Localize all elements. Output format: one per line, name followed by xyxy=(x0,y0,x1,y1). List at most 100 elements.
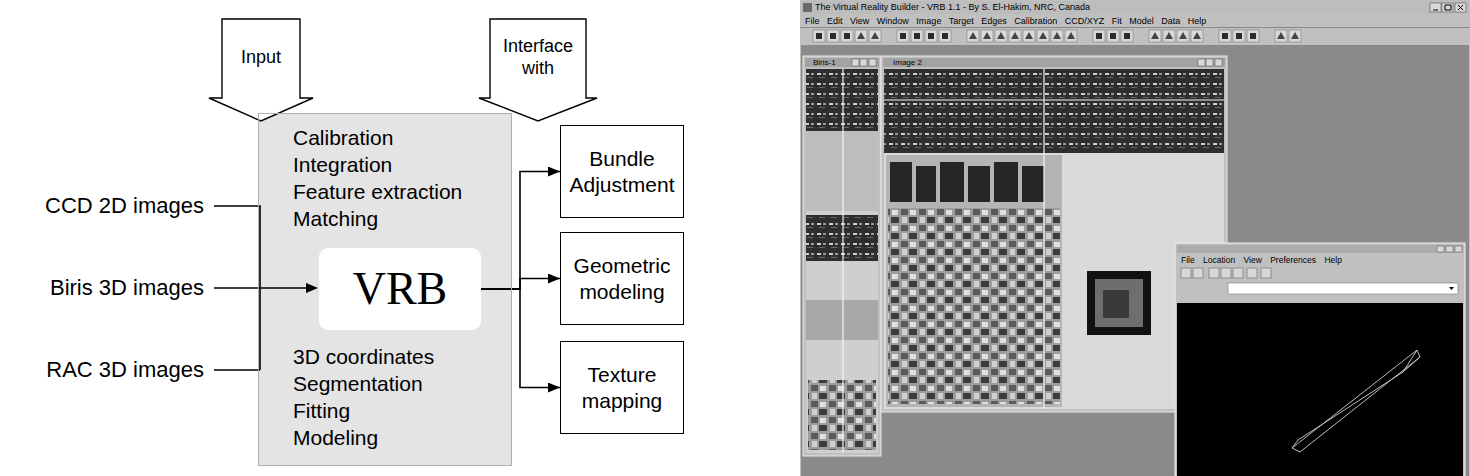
biris-window-part-part xyxy=(860,59,867,66)
software-screenshot xyxy=(800,0,1470,476)
branch-connector xyxy=(481,172,560,290)
block-arrow-shape xyxy=(479,19,597,121)
child-window-title-slot: Biris-1 xyxy=(813,58,836,67)
window-title: The Virtual Reality Builder - VRB 1.1 - … xyxy=(815,2,1090,13)
biris-window-part xyxy=(806,131,878,211)
viewer-window-part-part xyxy=(1455,246,1462,252)
menu-bar: File Edit View Window Image Target Edges… xyxy=(805,16,1206,27)
toolbar-icons-part xyxy=(854,29,882,43)
viewer-window-part xyxy=(1177,245,1463,253)
image-window-part xyxy=(1103,290,1129,318)
image-window-part xyxy=(1087,271,1151,335)
viewer-window-part-part xyxy=(1437,246,1444,252)
viewer-window-part xyxy=(1181,268,1271,278)
biris-window-part xyxy=(806,69,878,131)
menu-bar-slot: File Location View Preferences Help xyxy=(1181,255,1342,266)
text-block: Calibration Integration Feature extracti… xyxy=(293,124,468,232)
arrow-text-area: Interface with xyxy=(493,20,583,96)
input-source-label-slot: CCD 2D images xyxy=(20,193,204,219)
interface-arrow: Interface with xyxy=(478,18,598,122)
toolbar-icons-part xyxy=(1092,29,1134,43)
image-window-part xyxy=(890,162,1044,202)
output-box: Geometric modeling xyxy=(560,232,684,325)
block-arrow-outline xyxy=(208,18,314,122)
image-window-part-part xyxy=(968,166,990,202)
software-screenshot-part xyxy=(800,27,1470,28)
core-label: VRB xyxy=(353,261,448,316)
arrow-label: Interface with xyxy=(493,36,583,79)
window-title-slot: The Virtual Reality Builder - VRB 1.1 - … xyxy=(815,2,1090,13)
block-arrow-shape xyxy=(209,19,313,121)
biris-window-part-part xyxy=(852,59,859,66)
viewer-window-part-part xyxy=(1233,268,1243,278)
input-source-label-slot: RAC 3D images xyxy=(20,357,204,383)
software-screenshot-part xyxy=(801,1,1469,14)
biris-window-part xyxy=(806,300,878,340)
output-box: Bundle Adjustment xyxy=(560,125,684,218)
software-screenshot-part xyxy=(1430,3,1466,12)
software-screenshot-part xyxy=(800,0,1470,476)
image-window-part xyxy=(884,100,1224,101)
image-window-part xyxy=(884,69,1224,409)
viewer-window-part-part xyxy=(1403,357,1420,372)
image-window-part xyxy=(1198,59,1222,66)
vrb-core-box: VRB xyxy=(319,248,481,330)
image-window-part xyxy=(1095,279,1143,327)
branch-connector xyxy=(481,289,560,388)
biris-window xyxy=(803,56,881,456)
output-box: Texture mapping xyxy=(560,341,684,434)
image-window-part-part xyxy=(1206,59,1213,66)
biris-window-part xyxy=(852,59,876,66)
image-window-part xyxy=(888,208,1060,404)
input-source-label: CCD 2D images xyxy=(20,193,204,219)
biris-window-part xyxy=(806,69,878,453)
image-window-part-part xyxy=(994,162,1018,202)
input-source-label: RAC 3D images xyxy=(20,357,204,383)
module-panel-fill xyxy=(258,113,512,466)
image-window-part-part xyxy=(940,162,964,202)
text-block: 3D coordinates Segmentation Fitting Mode… xyxy=(293,343,440,451)
viewer-window-part xyxy=(1449,287,1454,290)
image-window-part-part xyxy=(890,162,912,202)
toolbar-icons-part xyxy=(1148,29,1204,43)
image-window-part xyxy=(884,69,1224,153)
image-window-part-part xyxy=(1215,59,1222,66)
biris-window-part xyxy=(803,56,881,456)
toolbar-icons-part xyxy=(1274,29,1302,43)
image-window-part-part xyxy=(916,166,936,202)
viewer-window-part xyxy=(1292,350,1420,452)
branch-connector xyxy=(481,279,560,290)
input-source-label-slot: Biris 3D images xyxy=(20,275,204,301)
box-label: Texture mapping xyxy=(565,362,679,412)
viewer-window-part-part xyxy=(1261,268,1271,278)
toolbar-icons-part xyxy=(896,29,952,43)
box-label: Geometric modeling xyxy=(565,253,679,303)
toolbar-icons-part xyxy=(966,29,1078,43)
image-window-part xyxy=(883,58,1225,67)
software-screenshot-part-part xyxy=(1430,3,1441,12)
input-source-label: Biris 3D images xyxy=(20,275,204,301)
arrow-label: Input xyxy=(241,47,281,69)
software-screenshot-part xyxy=(803,3,812,12)
viewer-window-part-part xyxy=(1247,268,1257,278)
input-arrow: Input xyxy=(208,18,314,122)
viewer-window xyxy=(1175,243,1465,476)
function-list: 3D coordinates Segmentation Fitting Mode… xyxy=(293,343,440,451)
viewer-window-part xyxy=(1175,243,1465,476)
viewer-window-part-part xyxy=(1292,350,1417,448)
toolbar-icons-part xyxy=(812,29,854,43)
vrb-module-panel: Calibration Integration Feature extracti… xyxy=(258,113,512,466)
image-window-part-part xyxy=(1022,166,1044,202)
biris-window-part xyxy=(808,380,876,450)
image-window-part xyxy=(1043,69,1044,409)
biris-window-part xyxy=(842,69,843,453)
viewer-window-part-part xyxy=(1446,246,1453,252)
viewer-window-part-part xyxy=(1209,268,1219,278)
viewer-window-part-part xyxy=(1221,268,1231,278)
toolbar-icons xyxy=(812,29,1302,43)
arrow-text-area: Input xyxy=(225,20,297,96)
